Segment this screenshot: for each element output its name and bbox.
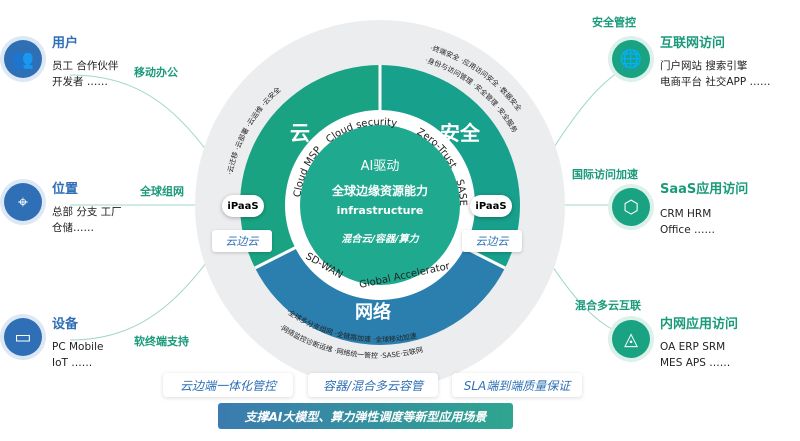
center-line-1: AI驱动 [361,159,400,174]
edge-cloud-right: 云边云 [462,230,522,252]
device-title: 设备 [52,317,79,332]
internet-title: 互联网访问 [660,36,726,51]
feature-edge-control: 云边端一体化管控 [163,373,293,397]
location-pin-icon: ⌖ [4,183,42,221]
center-line-3: infrastructure [337,204,424,217]
users-title: 用户 [52,36,79,51]
feature-container: 容器/混合多云容管 [308,373,438,397]
tag-global-network: 全球组网 [140,185,184,198]
tag-multicloud: 混合多云互联 [575,299,641,312]
saas-title: SaaS应用访问 [660,182,749,197]
globe-icon: 🌐 [612,40,650,78]
segment-cloud: 云 [290,121,310,145]
ipaas-right: iPaaS [470,195,512,217]
center-line-2: 全球边缘资源能力 [331,183,428,198]
device-icon: ▭ [4,318,42,356]
edge-cloud-left: 云边云 [212,230,272,252]
center-line-4: 混合云/容器/算力 [341,233,419,245]
segment-security: 安全 [440,121,481,145]
banner: 支撑AI大模型、算力弹性调度等新型应用场景 [218,403,513,429]
tag-soft-terminal: 软终端支持 [134,335,189,348]
feature-sla: SLA端到端质量保证 [452,373,582,397]
center-disc [300,125,460,285]
saas-icon: ⬡ [612,188,650,226]
location-desc: 总部 分支 工厂仓储…… [52,206,122,234]
tag-mobile-office: 移动办公 [134,66,178,79]
users-icon: 👥 [4,40,42,78]
internet-desc: 门户网站 搜索引擎电商平台 社交APP …… [660,60,771,88]
ipaas-left: iPaaS [222,195,264,217]
tag-security-control: 安全管控 [592,16,636,29]
segment-network: 网络 [355,301,391,323]
users-desc: 员工 合作伙伴开发者 …… [52,60,119,88]
tag-intl-acceleration: 国际访问加速 [572,168,638,181]
intranet-title: 内网应用访问 [660,317,739,332]
location-title: 位置 [52,182,79,197]
intranet-icon: ◬ [612,320,650,358]
